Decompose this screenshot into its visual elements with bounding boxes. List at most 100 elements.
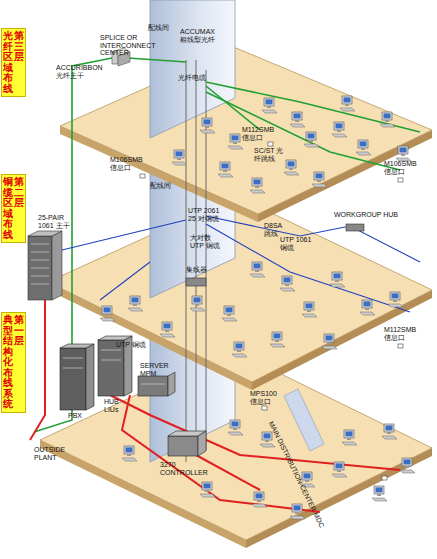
- computer-icon: [200, 118, 215, 133]
- callout-label: M112SMB 信息口: [384, 326, 416, 341]
- callout-label: UTP 铜缆: [116, 341, 146, 349]
- computer-icon: [302, 302, 317, 317]
- callout-label: M106SMB 信息口: [110, 156, 142, 171]
- callout-label: 大对数 UTP 铜缆: [190, 234, 224, 249]
- callout-label: D8SA 跳线: [264, 222, 290, 237]
- callout-label: SC/ST 光纤跳线: [254, 147, 284, 162]
- copper-cable: [30, 300, 400, 512]
- computer-icon: [250, 262, 265, 277]
- callout-label: UTP 2061 25 对铜缆: [188, 207, 222, 222]
- riser-wall: [150, 0, 235, 138]
- callout-label: 集线器: [186, 266, 207, 274]
- rack-cabinet: [168, 372, 175, 396]
- fiber-cable: [206, 86, 260, 130]
- computer-icon: [332, 122, 347, 137]
- rack-cabinet: [98, 336, 132, 340]
- floor-plate: [60, 48, 432, 222]
- rack-cabinet: [28, 236, 52, 300]
- callout-label: OUTSIDE PLANT: [34, 446, 68, 461]
- computer-icon: [380, 112, 395, 127]
- computer-icon: [312, 172, 327, 187]
- callout-label: PBX: [68, 412, 82, 420]
- copper-cable: [30, 300, 45, 440]
- rack-cabinet: [63, 368, 83, 369]
- rack-cabinet: [86, 344, 94, 410]
- mdc-panel: [284, 389, 324, 451]
- callout-label: ACCUMAX 粗线型光纤: [180, 28, 216, 43]
- computer-icon: [232, 342, 247, 357]
- rack-cabinet: [52, 231, 62, 300]
- callout-label: M112SMB 信息口: [242, 126, 274, 141]
- rack-cabinet: [141, 384, 165, 385]
- computer-icon: [360, 300, 375, 315]
- info-outlet: [398, 178, 403, 182]
- computer-icon: [270, 332, 285, 347]
- layer-label: 铜缆区域布线: [3, 177, 13, 240]
- rack-cabinet: [28, 231, 62, 236]
- layer-label-box: 铜缆区域布线第二层: [1, 174, 26, 243]
- info-outlet: [140, 174, 145, 178]
- rack-cabinet: [31, 244, 49, 284]
- rack-cabinet: [138, 376, 168, 396]
- callout-label: 25-PAIR 1061 主干: [38, 214, 72, 229]
- layer-label: 第三层: [14, 31, 24, 94]
- rack-cabinet: [31, 276, 49, 277]
- computer-icon: [356, 140, 371, 155]
- computer-icon: [400, 458, 415, 473]
- callout-label: MPS100 信息口: [250, 390, 280, 405]
- rack-cabinet: [31, 244, 49, 245]
- layer-label: 光纤区域布线: [3, 31, 13, 94]
- layer-label-box: 典型结构化布线系统第一层: [1, 312, 26, 413]
- computer-icon: [340, 96, 355, 111]
- fiber-cable: [206, 92, 400, 170]
- rack-cabinet: [31, 268, 49, 269]
- rack-cabinet: [60, 344, 94, 348]
- callout-label: HUB LIUs: [104, 398, 122, 413]
- computer-icon: [228, 134, 243, 149]
- layer-label: 第二层: [14, 177, 24, 240]
- layer-label: 第一层: [14, 315, 24, 410]
- computer-icon: [200, 482, 215, 497]
- info-outlet: [398, 344, 403, 348]
- rack-cabinet: [63, 358, 83, 359]
- computer-icon: [128, 296, 143, 311]
- computer-icon: [262, 98, 277, 113]
- computer-icon: [172, 150, 187, 165]
- computer-icon: [100, 306, 115, 321]
- computer-icon: [304, 132, 319, 147]
- computer-icon: [228, 420, 243, 435]
- computer-icon: [284, 160, 299, 175]
- floor-plate: [60, 48, 432, 214]
- computer-icon: [122, 446, 137, 461]
- rack-cabinet: [31, 260, 49, 261]
- computer-icon: [372, 486, 387, 501]
- hub-box: [346, 224, 364, 231]
- computer-icon: [100, 96, 415, 519]
- computer-icon: [280, 276, 295, 291]
- computer-icon: [322, 334, 337, 349]
- computer-icon: [252, 492, 267, 507]
- riser-cable: [186, 60, 187, 462]
- computer-icon: [290, 504, 305, 519]
- layer-label-box: 光纤区域布线第三层: [1, 28, 26, 97]
- computer-icon: [396, 146, 411, 161]
- callout-label: 光纤电缆: [178, 74, 206, 82]
- computer-icon: [222, 306, 237, 321]
- rack-cabinet: [31, 252, 49, 253]
- computer-icon: [218, 162, 233, 177]
- computer-icon: [190, 296, 205, 311]
- rack-cabinet: [98, 340, 124, 396]
- callout-label: 配线间: [150, 182, 171, 190]
- callout-label: 3270 CONTROLLER: [160, 461, 210, 476]
- copper-cable: [110, 395, 400, 470]
- rack-cabinet: [101, 360, 121, 361]
- callout-label: ACCURIBBON 光纤主干: [56, 64, 102, 79]
- copper-cable: [62, 220, 186, 250]
- computer-icon: [332, 462, 347, 477]
- copper-cable: [100, 262, 150, 300]
- computer-icon: [330, 272, 345, 287]
- computer-icon: [160, 322, 175, 337]
- layer-label: 典型结构化布线系统: [3, 315, 13, 410]
- fiber-cable: [34, 58, 420, 432]
